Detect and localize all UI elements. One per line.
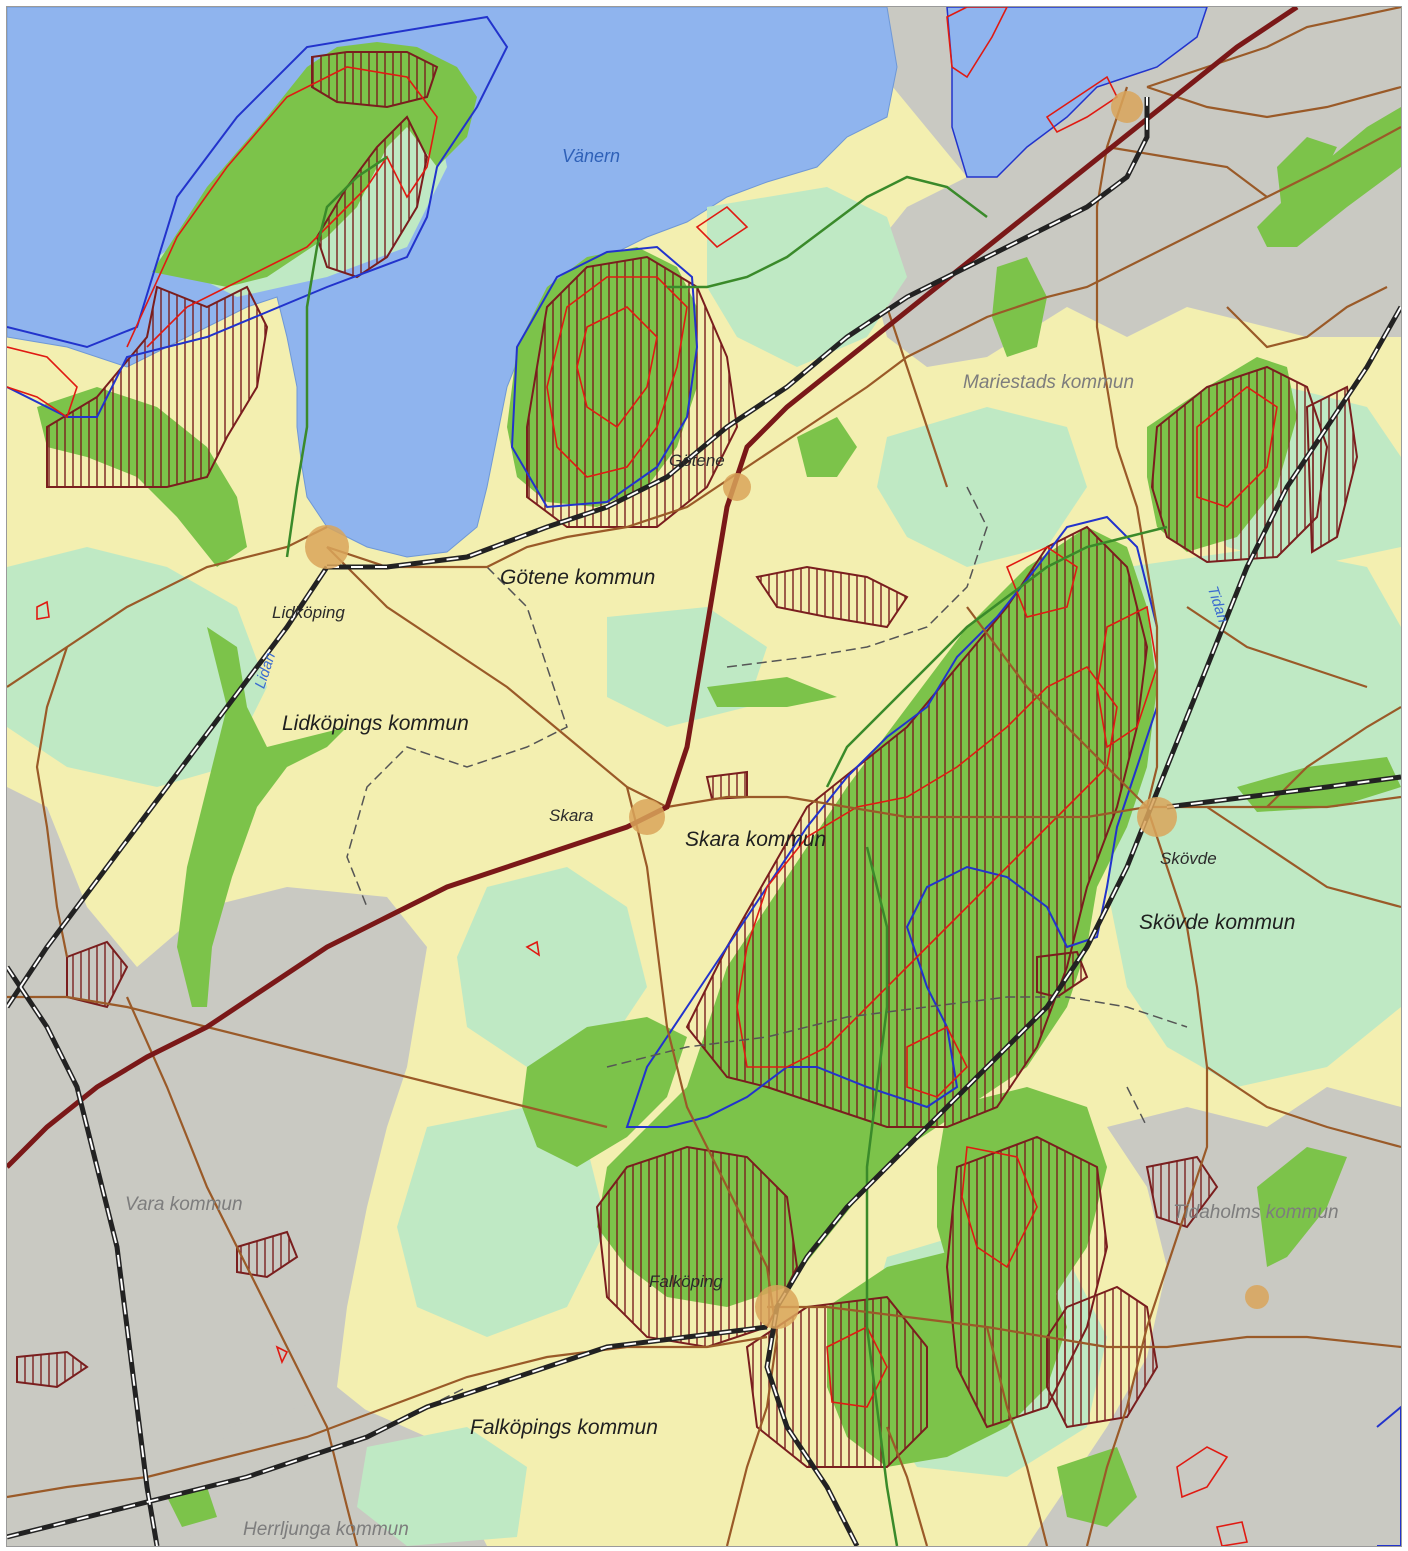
label-falkopings-kommun: Falköpings kommun — [470, 1416, 658, 1439]
label-gotene: Götene — [669, 451, 725, 470]
green-east-strip — [1257, 107, 1401, 247]
hatch-vara-1 — [236, 1230, 299, 1279]
label-falkoping: Falköping — [649, 1272, 723, 1291]
hatch-falkoping-w — [595, 1145, 799, 1349]
municipal-boundaries — [346, 486, 1188, 1428]
label-skovde-kommun: Skövde kommun — [1139, 911, 1296, 934]
lake-north-east — [946, 7, 1208, 178]
label-tidaholms-kommun: Tidaholms kommun — [1173, 1202, 1339, 1223]
roads-minor — [7, 7, 1401, 1546]
hatch-south-center — [745, 1295, 928, 1468]
label-skara: Skara — [549, 806, 594, 825]
hatch-kinnekulle-top — [315, 115, 429, 279]
town-falkoping — [755, 1285, 799, 1329]
label-lidkoping: Lidköping — [272, 603, 345, 622]
hatch-vara-2 — [16, 1350, 89, 1389]
hatch-billingen — [685, 525, 1149, 1128]
label-skovde: Skövde — [1160, 849, 1217, 868]
town-mariestad — [1111, 91, 1143, 123]
label-gotene-kommun: Götene kommun — [500, 566, 656, 589]
hatch-tidaholm-oval — [1046, 1285, 1159, 1429]
label-herrljunga-kommun: Herrljunga kommun — [243, 1519, 409, 1540]
town-lidkoping — [305, 525, 349, 569]
town-tidaholm — [1245, 1285, 1269, 1309]
town-skovde — [1137, 797, 1177, 837]
green-south-1 — [1057, 1447, 1137, 1527]
green-south-2 — [167, 1487, 217, 1527]
blue-east-edge — [1376, 1405, 1401, 1546]
hatch-tidaholm-n — [1145, 1155, 1219, 1229]
map-canvas[interactable] — [7, 7, 1401, 1546]
towns — [305, 91, 1269, 1329]
green-hill-2 — [797, 417, 857, 477]
green-strip-east — [1237, 757, 1401, 812]
map-frame[interactable]: Vänern Götene Götene kommun Lidköping Li… — [6, 6, 1402, 1547]
label-vanern: Vänern — [562, 146, 621, 166]
road-major — [7, 7, 1299, 1169]
hatch-kinnekulle-n — [311, 51, 439, 109]
label-lidkopings-kommun: Lidköpings kommun — [282, 712, 469, 735]
green-north-1 — [1277, 137, 1337, 212]
green-tidaholm-strip — [1257, 1147, 1347, 1267]
green-west-falkoping — [522, 1017, 687, 1167]
hatch-west — [66, 940, 129, 1009]
red-districts — [7, 7, 1278, 1546]
hatch-center-north — [755, 565, 909, 629]
town-skara — [629, 799, 665, 835]
label-vara-kommun: Vara kommun — [125, 1194, 243, 1215]
blue-kinnekulle — [510, 245, 699, 509]
green-routes — [285, 155, 1168, 1546]
blue-lake-boundary — [7, 15, 509, 418]
town-gotene — [723, 473, 751, 501]
hatch-kinnekulle-west — [46, 285, 269, 488]
hatched-areas — [16, 51, 1359, 1468]
label-mariestads-kommun: Mariestads kommun — [963, 372, 1135, 393]
hatch-east-strip — [1305, 385, 1359, 554]
label-skara-kommun: Skara kommun — [685, 828, 827, 851]
green-strip-center — [707, 677, 837, 707]
railways — [7, 97, 1401, 1546]
green-lidan-branches — [177, 627, 347, 1007]
grey-vara — [7, 787, 487, 1546]
hatch-skara-strip — [705, 770, 748, 801]
